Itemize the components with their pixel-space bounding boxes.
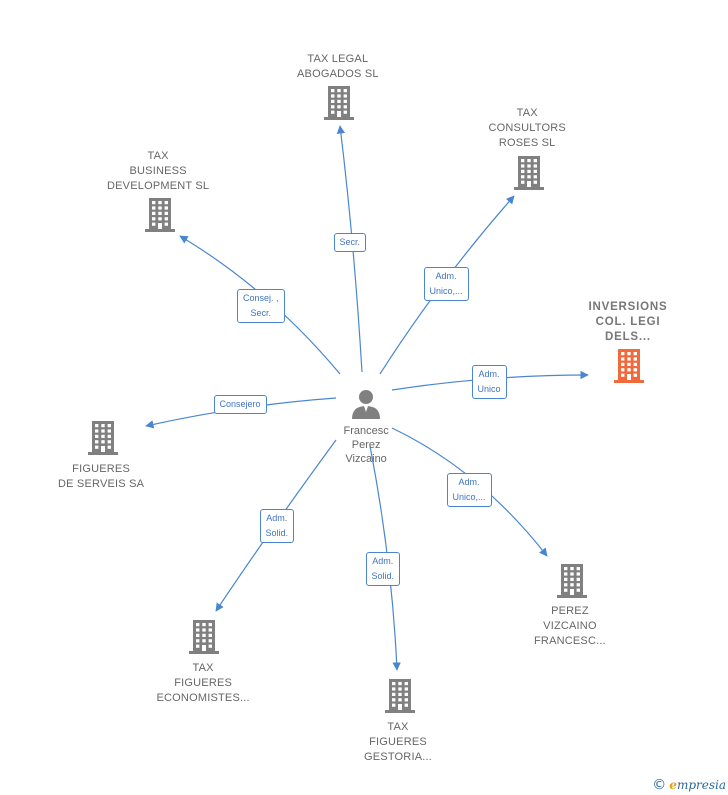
edge-label-line: Solid. (371, 571, 395, 581)
edge-label-line: Consejero (219, 398, 261, 409)
company-name-line: ABOGADOS SL (297, 68, 379, 80)
brand-e-letter: e (669, 778, 677, 792)
edge-label-tax-gestoria[interactable]: Adm. Solid. (365, 552, 401, 586)
building-icon (514, 156, 544, 190)
building-icon (189, 620, 219, 654)
company-name-line: ROSES SL (498, 137, 556, 149)
edge-label-line: Adm. (435, 271, 457, 281)
edge-label-line: Adm. (266, 513, 288, 523)
edge-label-inversions[interactable]: Adm. Unico (471, 365, 507, 399)
company-name-line: FIGUERES (369, 736, 427, 748)
company-node-tax-business[interactable] (145, 198, 175, 232)
empresia-brand[interactable]: ©empresia (652, 777, 726, 793)
company-name-line: FRANCESC... (534, 635, 606, 647)
edge-label-line: Unico,... (452, 492, 486, 502)
company-name-line: DELS... (605, 331, 651, 343)
building-icon (385, 679, 415, 713)
edge-label-tax-business[interactable]: Consej. , Secr. (237, 289, 285, 323)
company-name-line: TAX (516, 107, 538, 119)
building-icon (557, 564, 587, 598)
company-name-line: DEVELOPMENT SL (107, 180, 210, 192)
company-name-line: TAX (387, 721, 409, 733)
company-name-line: DE SERVEIS SA (58, 478, 145, 490)
company-node-inversions[interactable] (614, 349, 644, 383)
company-name-line: COL. LEGI (595, 316, 661, 328)
company-name-line: ECONOMISTES... (156, 692, 250, 704)
edge-label-line: Consej. , (243, 293, 279, 303)
building-icon (324, 86, 354, 120)
edge-label-line: Secr. (250, 308, 272, 318)
company-name-line: FIGUERES (72, 463, 130, 475)
person-name-line: Perez (351, 439, 381, 451)
person-name-line: Francesc (343, 425, 389, 437)
edge-label-line: Adm. (372, 556, 394, 566)
company-node-tax-consultors[interactable] (514, 156, 544, 190)
company-name-perez-vizcaino[interactable]: PEREZ VIZCAINO FRANCESC... (534, 604, 606, 649)
company-node-perez-vizcaino[interactable] (557, 564, 587, 598)
building-icon (88, 421, 118, 455)
center-person-node[interactable] (350, 388, 382, 420)
company-name-line: TAX (147, 150, 169, 162)
building-icon (145, 198, 175, 232)
company-name-tax-economistes[interactable]: TAX FIGUERES ECONOMISTES... (157, 661, 250, 706)
brand-name: mpresia (676, 778, 726, 792)
edge-label-line: Adm. (458, 477, 480, 487)
company-node-tax-economistes[interactable] (189, 620, 219, 654)
person-name-line: Vizcaino (345, 453, 387, 465)
company-name-line: GESTORIA... (364, 751, 433, 763)
edge-label-perez-vizcaino[interactable]: Adm. Unico,... (446, 473, 492, 507)
edge-label-tax-legal[interactable]: Secr. (333, 232, 367, 252)
company-name-line: FIGUERES (174, 677, 233, 689)
company-node-tax-gestoria[interactable] (385, 679, 415, 713)
edge-label-line: Unico,... (429, 286, 463, 296)
edge-label-line: Unico (477, 384, 501, 394)
edge-label-line: Secr. (339, 236, 361, 247)
copyright-icon: © (652, 777, 667, 793)
company-name-tax-gestoria[interactable]: TAX FIGUERES GESTORIA... (364, 720, 432, 765)
person-icon (352, 390, 380, 419)
edge-label-tax-consultors[interactable]: Adm. Unico,... (423, 267, 469, 301)
company-node-figueres-serveis[interactable] (88, 421, 118, 455)
company-name-inversions[interactable]: INVERSIONS COL. LEGI DELS... (589, 300, 668, 345)
edge-label-tax-economistes[interactable]: Adm. Solid. (259, 509, 295, 543)
company-name-tax-consultors[interactable]: TAX CONSULTORS ROSES SL (489, 106, 566, 151)
company-name-line: BUSINESS (129, 165, 187, 177)
building-icon (614, 349, 644, 383)
company-node-tax-legal[interactable] (324, 86, 354, 120)
edge-label-line: Solid. (265, 528, 289, 538)
company-name-line: TAX (192, 662, 214, 674)
company-name-tax-legal[interactable]: TAX LEGAL ABOGADOS SL (297, 52, 379, 82)
company-name-line: PEREZ (551, 605, 589, 617)
company-name-line: VIZCAINO (543, 620, 597, 632)
company-name-tax-business[interactable]: TAX BUSINESS DEVELOPMENT SL (107, 149, 209, 194)
company-name-figueres-serveis[interactable]: FIGUERES DE SERVEIS SA (58, 462, 144, 492)
company-name-line: CONSULTORS (488, 122, 566, 134)
company-name-line: INVERSIONS (588, 301, 668, 313)
edge-label-line: Adm. (478, 369, 500, 379)
edge-label-figueres-serveis[interactable]: Consejero (213, 394, 267, 414)
company-name-line: TAX LEGAL (307, 53, 369, 65)
